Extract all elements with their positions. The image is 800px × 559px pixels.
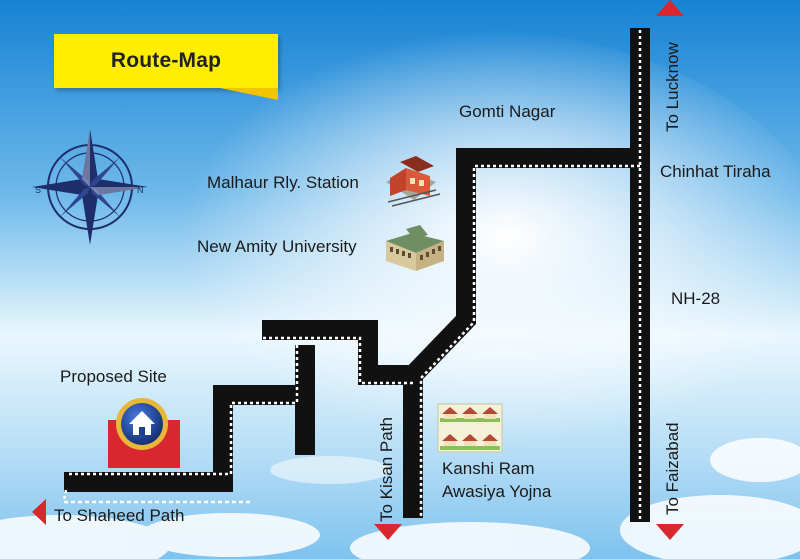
label-kanshi-ram-line2: Awasiya Yojna	[442, 482, 552, 501]
label-chinhat-tiraha: Chinhat Tiraha	[660, 162, 771, 181]
label-kanshi-ram-line1: Kanshi Ram	[442, 459, 535, 478]
label-amity-university: New Amity University	[197, 237, 357, 256]
compass-south-letter: S	[35, 185, 41, 195]
label-malhaur-station: Malhaur Rly. Station	[207, 173, 359, 192]
road-network	[62, 28, 650, 522]
label-gomti-nagar: Gomti Nagar	[459, 102, 556, 121]
page-title: Route-Map	[110, 49, 222, 72]
compass-rose-icon: N S	[32, 129, 148, 245]
banner-fold	[220, 88, 278, 100]
title-banner: Route-Map	[54, 34, 278, 88]
home-pin-icon	[116, 398, 168, 450]
arrow-up-icon	[656, 0, 684, 16]
arrow-down-icon	[374, 524, 402, 540]
university-building-icon	[386, 225, 444, 271]
label-nh28: NH-28	[671, 289, 721, 308]
railway-station-icon	[386, 156, 441, 207]
label-to-lucknow: To Lucknow	[663, 42, 682, 132]
label-proposed-site: Proposed Site	[60, 367, 167, 386]
housing-colony-icon	[437, 403, 503, 453]
arrow-down-icon	[656, 524, 684, 540]
sun-glow	[110, 30, 800, 490]
label-to-kisan-path: To Kisan Path	[377, 417, 396, 522]
clouds	[0, 438, 800, 559]
compass-north-letter: N	[137, 185, 144, 195]
arrow-left-icon	[32, 499, 46, 525]
label-to-faizabad: To Faizabad	[663, 422, 682, 515]
label-to-shaheed-path: To Shaheed Path	[54, 506, 185, 525]
